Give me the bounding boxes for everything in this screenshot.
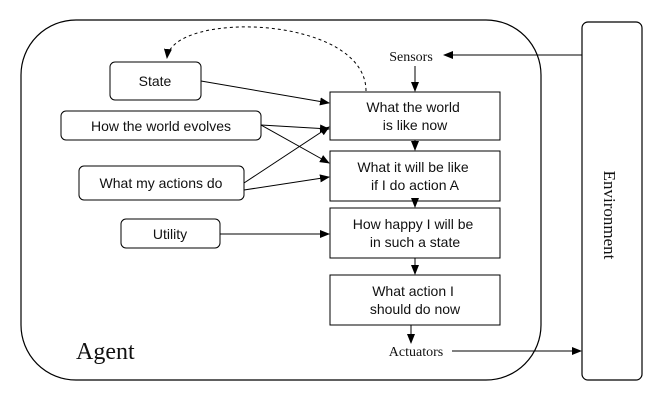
world-now-box — [329, 91, 501, 141]
my-actions-label: What my actions do — [100, 175, 223, 191]
happiness-line-2: in such a state — [370, 234, 460, 250]
action-box — [329, 274, 501, 326]
if-action-line-2: if I do action A — [371, 177, 460, 193]
action-line-2: should do now — [370, 301, 461, 317]
happiness-line-1: How happy I will be — [353, 216, 474, 232]
world-now-line-1: What the world — [366, 99, 459, 115]
utility-label: Utility — [153, 226, 187, 242]
arrow-state-to-world-now — [200, 80, 330, 106]
world-now-label: What the world is like now — [366, 99, 463, 133]
agent-container — [20, 19, 542, 381]
arrow-actions-to-if-action — [243, 174, 330, 191]
if-action-label: What it will be like if I do action A — [357, 159, 472, 193]
state-label: State — [139, 73, 172, 89]
environment-label: Environment — [600, 171, 619, 260]
happiness-box — [329, 207, 501, 259]
environment-box — [581, 21, 643, 381]
if-action-line-1: What it will be like — [357, 159, 468, 175]
action-line-1: What action I — [372, 283, 454, 299]
agent-label: Agent — [76, 339, 135, 365]
arrow-actions-to-world-now — [243, 126, 330, 184]
actuators-label: Actuators — [389, 345, 443, 360]
arrow-evolves-to-world-now — [260, 124, 330, 133]
arrow-evolves-to-if-action — [260, 124, 330, 164]
arrows — [163, 26, 582, 355]
if-action-box — [329, 150, 501, 202]
happiness-label: How happy I will be in such a state — [353, 216, 478, 250]
arrow-world-now-to-state — [163, 26, 367, 92]
world-evolves-label: How the world evolves — [91, 118, 231, 134]
action-label: What action I should do now — [370, 283, 461, 317]
world-now-line-2: is like now — [383, 117, 448, 133]
sensors-label: Sensors — [389, 50, 433, 65]
